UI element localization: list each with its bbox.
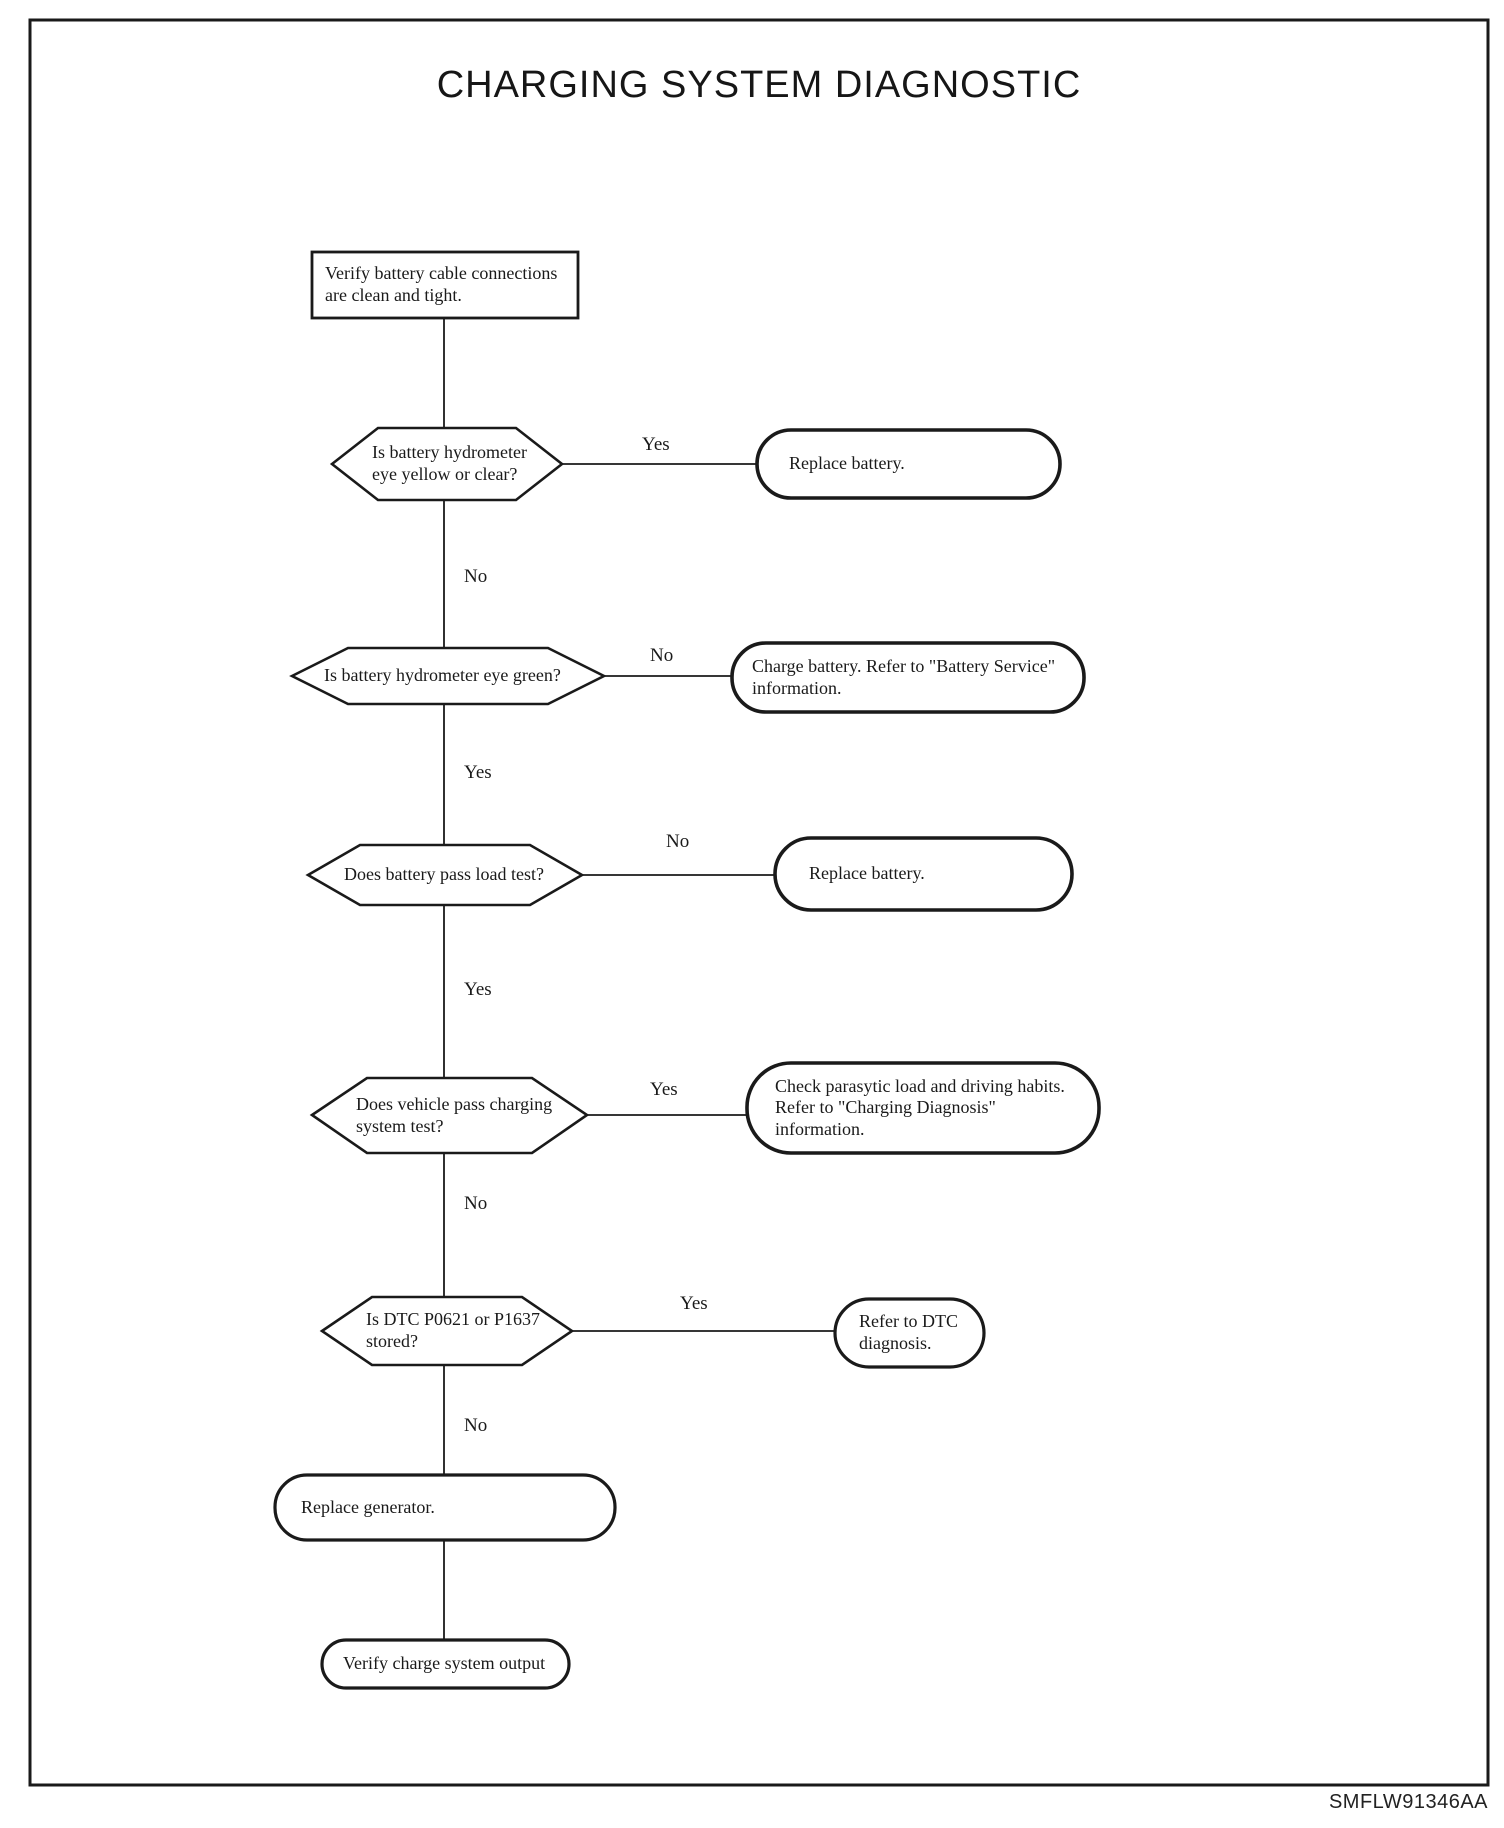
- decision-shape-3: [305, 843, 585, 907]
- decision-shape-1: [329, 426, 565, 502]
- action-5-text: Refer to DTC diagnosis.: [859, 1311, 958, 1353]
- branch-label-4: Yes: [650, 1079, 678, 1100]
- decision-2-question: Is battery hydrometer eye green?: [324, 665, 561, 686]
- start-step-text: Verify battery cable connections are cle…: [325, 263, 558, 305]
- start-step-shape: [310, 250, 580, 320]
- branch-label-1: Yes: [642, 434, 670, 455]
- action-shape-4: [745, 1061, 1101, 1155]
- continue-label-3: Yes: [464, 979, 492, 1000]
- decision-shape-4: [309, 1076, 590, 1155]
- action-3-text: Replace battery.: [809, 863, 925, 884]
- terminal-shape-1: [273, 1473, 617, 1542]
- page-frame: [28, 18, 1490, 1787]
- continue-label-1: No: [464, 566, 488, 587]
- continue-label-2: Yes: [464, 762, 492, 783]
- action-shape-3: [773, 836, 1074, 912]
- branch-label-5: Yes: [680, 1293, 708, 1314]
- action-4-text: Check parasytic load and driving habits.…: [775, 1075, 1065, 1139]
- action-shape-2: [730, 641, 1086, 714]
- decision-1-question: Is battery hydrometer eye yellow or clea…: [372, 442, 527, 484]
- action-shape-1: [755, 428, 1062, 500]
- action-1-text: Replace battery.: [789, 453, 905, 474]
- decision-shape-2: [289, 646, 607, 706]
- action-shape-5: [833, 1297, 986, 1369]
- decision-4-question: Does vehicle pass charging system test?: [356, 1093, 553, 1136]
- action-2-text: Charge battery. Refer to "Battery Servic…: [752, 655, 1056, 698]
- decision-shape-5: [319, 1295, 575, 1367]
- decision-3-question: Does battery pass load test?: [344, 864, 544, 885]
- terminal-1-text: Replace generator.: [301, 1496, 435, 1517]
- terminal-2-text: Verify charge system output: [343, 1653, 546, 1674]
- branch-label-2: No: [650, 645, 674, 666]
- decision-5-question: Is DTC P0621 or P1637 stored?: [366, 1309, 541, 1351]
- connector-lines: [443, 318, 835, 1640]
- continue-label-5: No: [464, 1415, 488, 1436]
- terminal-shape-2: [320, 1638, 571, 1690]
- page-title: CHARGING SYSTEM DIAGNOSTIC: [436, 64, 1082, 106]
- figure-code: SMFLW91346AA: [1328, 1791, 1488, 1813]
- continue-label-4: No: [464, 1193, 488, 1214]
- branch-label-3: No: [666, 831, 690, 852]
